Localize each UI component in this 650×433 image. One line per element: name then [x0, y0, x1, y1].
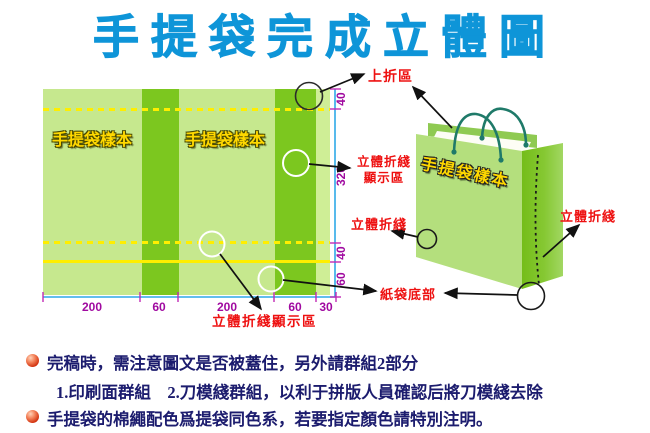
dim-height-60: 60	[334, 272, 348, 286]
bag-side-face	[522, 143, 563, 289]
dim-height-320: 320	[334, 165, 348, 187]
dim-width-30: 30	[319, 300, 333, 314]
bullet-icon	[26, 410, 39, 423]
page-title: 手提袋完成立體圖	[93, 11, 557, 64]
glue-flap-strip	[316, 89, 330, 295]
label-fold-display-caption: 立體折綫顯示區	[212, 314, 317, 329]
bag-sample-text: 手提袋樣本	[419, 155, 511, 192]
label-fold-line-display: 立體折綫 顯示區	[352, 155, 416, 186]
flat-layout-diagram	[43, 89, 330, 295]
sample-text-panel2: 手提袋樣本	[185, 132, 266, 149]
bottom-solid-fold-line	[43, 260, 330, 263]
label-bag-bottom: 紙袋底部	[380, 287, 437, 302]
gusset-stripe-2	[275, 89, 316, 295]
bag-rear-handle	[480, 107, 528, 146]
bag-inside-white	[430, 131, 531, 156]
sample-text-panel1: 手提袋樣本	[52, 132, 133, 149]
circle-bag-bottom	[516, 281, 546, 311]
dim-width-60b: 60	[288, 300, 302, 314]
dim-height-40b: 40	[334, 246, 348, 260]
bag-back-top	[428, 123, 537, 148]
dim-width-200a: 200	[81, 300, 103, 314]
bullet-icon	[26, 354, 39, 367]
bottom-fold-dashed-line	[43, 241, 330, 244]
note-line-3: 手提袋的棉繩配色爲提袋同色系，若要指定顏色請特別注明。	[47, 410, 493, 429]
bag-3d	[416, 107, 563, 289]
label-top-fold-area: 上折區	[368, 68, 413, 84]
dim-height-40a: 40	[334, 92, 348, 106]
note-line-1: 完稿時，需注意圖文是否被蓋住，另外請群組2部分	[47, 354, 419, 373]
circle-bag-left-edge	[416, 228, 438, 250]
label-fold-line-right: 立體折綫	[560, 209, 617, 224]
dim-width-60a: 60	[152, 300, 166, 314]
note-line-2: 1.印刷面群組 2.刀模綫群組，以利于拼版人員確認后將刀模綫去除	[56, 383, 543, 402]
bag-fold-dotted-line	[534, 154, 540, 286]
bag-front-handle	[452, 112, 503, 161]
label-fold-line-display-l2: 顯示區	[363, 170, 405, 185]
label-fold-line-display-l1: 立體折綫	[356, 155, 411, 169]
gusset-stripe-1	[142, 89, 179, 295]
top-fold-dashed-line	[43, 108, 330, 111]
label-fold-line-left: 立體折綫	[351, 217, 408, 232]
